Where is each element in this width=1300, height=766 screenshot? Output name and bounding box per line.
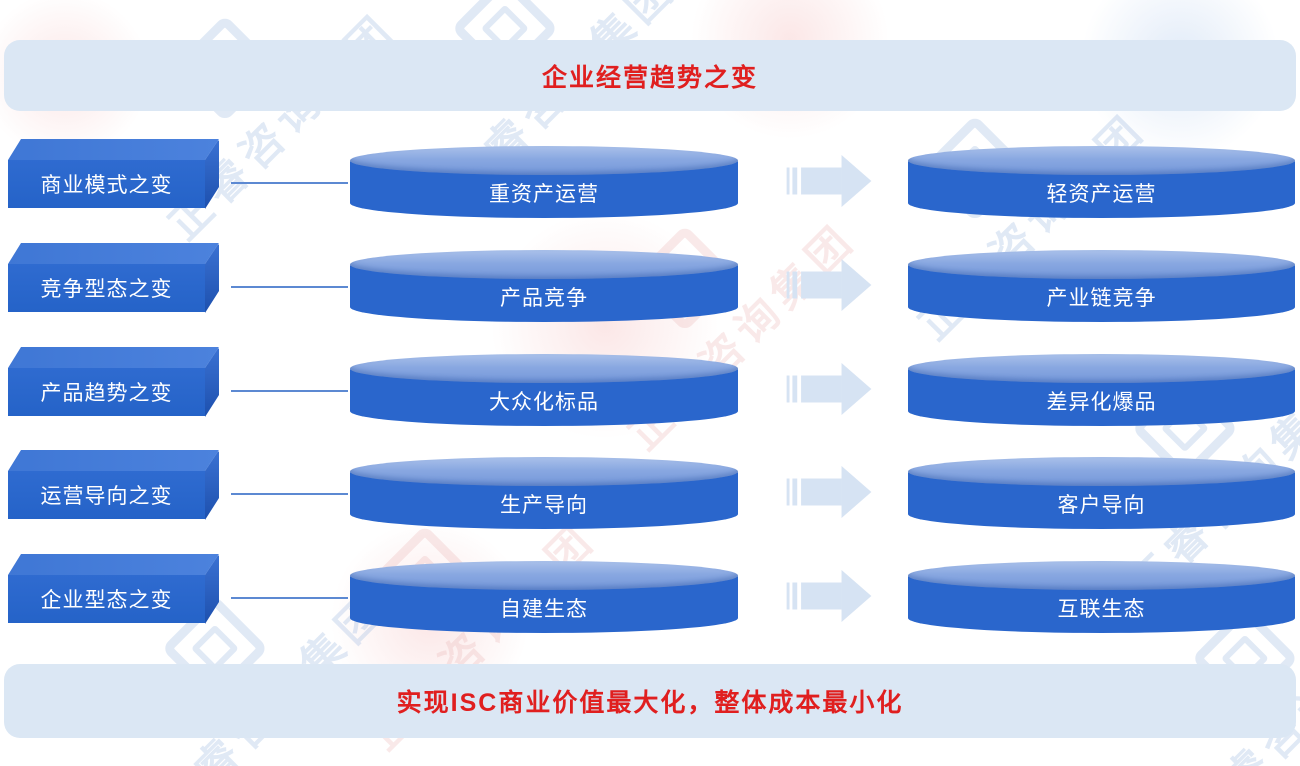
striped-right-arrow-icon <box>786 570 872 622</box>
striped-right-arrow-icon <box>786 466 872 518</box>
cylinder-top-face <box>350 354 738 383</box>
trend-row: 商业模式之变 重资产运营 轻资产运营 <box>0 139 1300 218</box>
to-label: 差异化爆品 <box>1046 391 1157 414</box>
category-label: 产品趋势之变 <box>8 368 205 416</box>
cylinder-top-face <box>908 354 1295 383</box>
cylinder-top-face <box>908 561 1295 590</box>
category-label: 企业型态之变 <box>8 575 205 623</box>
from-cylinder: 重资产运营 <box>350 146 738 218</box>
to-cylinder: 客户导向 <box>908 457 1295 529</box>
from-label: 生产导向 <box>500 494 588 517</box>
to-cylinder: 轻资产运营 <box>908 146 1295 218</box>
from-cylinder: 生产导向 <box>350 457 738 529</box>
header-banner: 企业经营趋势之变 <box>4 40 1296 111</box>
from-cylinder: 自建生态 <box>350 561 738 633</box>
page-title: 企业经营趋势之变 <box>541 63 758 92</box>
to-label: 互联生态 <box>1057 598 1146 621</box>
cylinder-top-face <box>350 146 738 175</box>
to-cylinder: 产业链竞争 <box>908 250 1295 322</box>
category-box-side-face <box>205 243 219 313</box>
category-box: 企业型态之变 <box>8 554 220 624</box>
from-label: 自建生态 <box>500 598 588 621</box>
category-box: 运营导向之变 <box>8 450 220 520</box>
striped-right-arrow-icon <box>786 155 872 207</box>
trend-row: 企业型态之变 自建生态 互联生态 <box>0 554 1300 633</box>
connector-line <box>231 286 348 288</box>
striped-right-arrow-icon <box>786 259 872 311</box>
to-label: 轻资产运营 <box>1046 183 1157 206</box>
striped-right-arrow-icon <box>786 363 872 415</box>
from-label: 重资产运营 <box>489 183 599 206</box>
cylinder-top-face <box>350 561 738 590</box>
category-box-top-face <box>8 450 219 471</box>
category-box-top-face <box>8 347 219 368</box>
category-box-side-face <box>205 347 219 417</box>
cylinder-top-face <box>350 250 738 279</box>
connector-line <box>231 493 348 495</box>
category-box-side-face <box>205 554 219 624</box>
cylinder-top-face <box>908 250 1295 279</box>
category-box: 产品趋势之变 <box>8 347 220 417</box>
to-label: 客户导向 <box>1057 494 1146 517</box>
connector-line <box>231 182 348 184</box>
cylinder-top-face <box>350 457 738 486</box>
to-cylinder: 互联生态 <box>908 561 1295 633</box>
category-box-side-face <box>205 139 219 209</box>
category-box: 竞争型态之变 <box>8 243 220 313</box>
from-label: 大众化标品 <box>489 391 599 414</box>
category-box: 商业模式之变 <box>8 139 220 209</box>
category-box-side-face <box>205 450 219 520</box>
category-box-top-face <box>8 139 219 160</box>
cylinder-top-face <box>908 457 1295 486</box>
footer-title: 实现ISC商业价值最大化，整体成本最小化 <box>396 689 904 717</box>
connector-line <box>231 597 348 599</box>
from-cylinder: 产品竞争 <box>350 250 738 322</box>
footer-banner: 实现ISC商业价值最大化，整体成本最小化 <box>4 664 1296 738</box>
category-label: 竞争型态之变 <box>8 264 205 312</box>
to-label: 产业链竞争 <box>1046 287 1157 310</box>
connector-line <box>231 390 348 392</box>
trend-row: 运营导向之变 生产导向 客户导向 <box>0 450 1300 529</box>
trend-row: 产品趋势之变 大众化标品 差异化爆品 <box>0 347 1300 426</box>
trend-row: 竞争型态之变 产品竞争 产业链竞争 <box>0 243 1300 322</box>
category-box-top-face <box>8 243 219 264</box>
cylinder-top-face <box>908 146 1295 175</box>
category-box-top-face <box>8 554 219 575</box>
to-cylinder: 差异化爆品 <box>908 354 1295 426</box>
from-cylinder: 大众化标品 <box>350 354 738 426</box>
category-label: 运营导向之变 <box>8 471 205 519</box>
category-label: 商业模式之变 <box>8 160 205 208</box>
from-label: 产品竞争 <box>500 287 588 310</box>
